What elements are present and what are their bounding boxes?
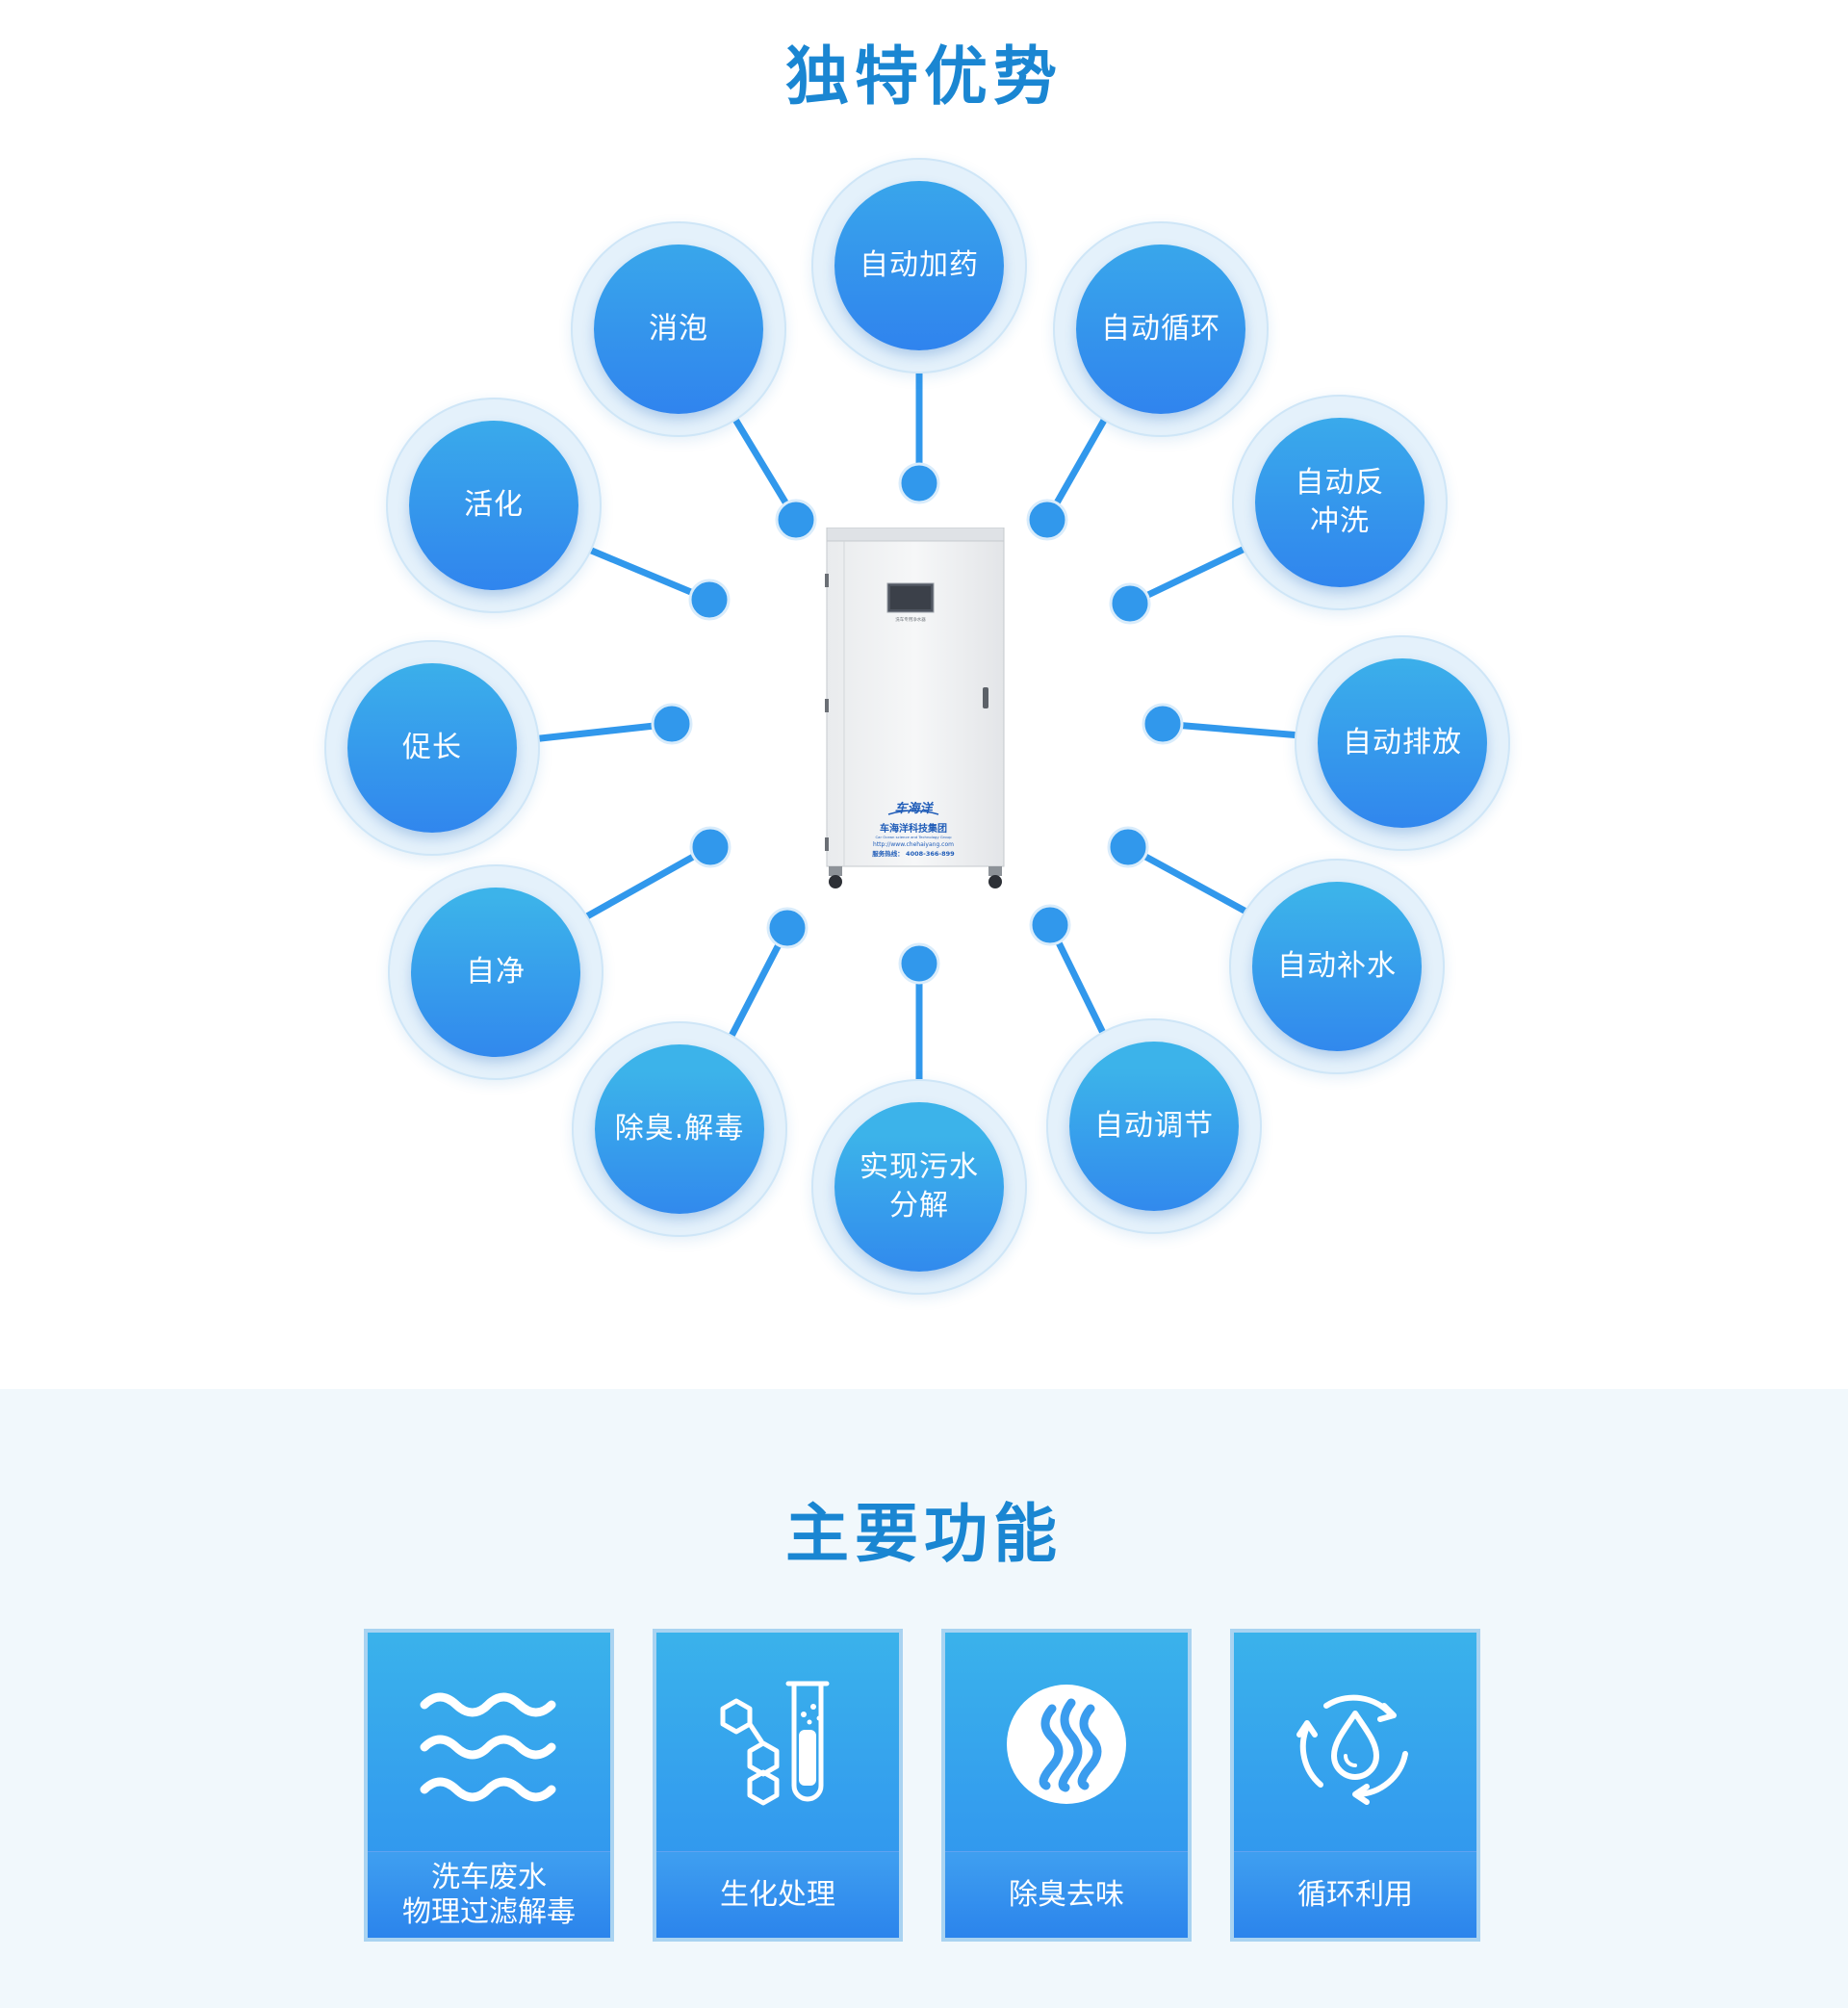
function-card-label: 洗车废水 物理过滤解毒 xyxy=(368,1851,610,1938)
advantage-node-label: 自动补水 xyxy=(1277,949,1397,983)
advantage-node-label: 自净 xyxy=(466,955,526,989)
function-card-wastewater: 洗车废水 物理过滤解毒 xyxy=(364,1629,614,1942)
advantage-node: 自动反 冲洗 xyxy=(1232,395,1448,610)
connector-dot xyxy=(1107,826,1149,868)
connector-dot xyxy=(775,499,817,541)
advantage-node: 自动循环 xyxy=(1053,221,1269,437)
advantage-node-label: 自动循环 xyxy=(1101,312,1220,346)
connector-line xyxy=(565,843,712,931)
brand-logo: 车海洋 xyxy=(894,801,934,816)
advantage-node: 消泡 xyxy=(571,221,786,437)
connector-dot xyxy=(688,579,731,621)
functions-section-background xyxy=(0,1389,1848,2008)
brand-sub: Car Ocean science and Technology Group xyxy=(876,835,953,839)
connector-dot xyxy=(898,462,940,504)
advantage-node: 自动排放 xyxy=(1295,635,1510,851)
connector-dot xyxy=(1142,703,1184,745)
connector-line xyxy=(1126,843,1267,925)
advantage-node-label: 促长 xyxy=(402,731,462,764)
cabinet-caption: 洗车专用净水器 xyxy=(895,616,926,623)
advantage-node-label: 自动调节 xyxy=(1094,1109,1214,1143)
brand-website: http://www.chehaiyang.com xyxy=(873,841,954,848)
function-card-recycle: 循环利用 xyxy=(1230,1629,1480,1942)
function-card-label: 生化处理 xyxy=(656,1851,899,1938)
advantage-node: 促长 xyxy=(324,640,540,856)
connector-line xyxy=(1162,720,1319,741)
connector-dot xyxy=(766,907,808,949)
water-purifier-cabinet-image: 洗车专用净水器 车海洋 车海洋科技集团 Car Ocean science an… xyxy=(825,528,1005,888)
waves-icon xyxy=(368,1633,610,1856)
function-card-label: 除臭去味 xyxy=(945,1851,1188,1938)
advantage-node: 自动加药 xyxy=(811,158,1027,373)
function-card-label: 循环利用 xyxy=(1234,1851,1476,1938)
advantage-node-label: 实现污水 分解 xyxy=(860,1150,979,1223)
connector-dot xyxy=(1109,582,1151,625)
advantage-node-label: 消泡 xyxy=(649,312,708,346)
advantage-node-label: 自动排放 xyxy=(1343,726,1462,759)
advantages-title: 独特优势 xyxy=(785,39,1063,114)
advantage-node: 自动调节 xyxy=(1046,1018,1262,1234)
advantage-node-label: 自动加药 xyxy=(860,248,979,282)
advantage-node: 自动补水 xyxy=(1229,859,1445,1074)
water-drop-cycle-icon xyxy=(1234,1633,1476,1856)
brand-hotline: 服务热线： 4008-366-899 xyxy=(872,849,955,858)
advantage-node-label: 除臭.解毒 xyxy=(614,1112,745,1146)
connector-dot xyxy=(651,703,693,745)
connector-dot xyxy=(1026,499,1068,541)
advantage-node: 除臭.解毒 xyxy=(572,1021,787,1237)
connector-dot xyxy=(1029,904,1071,946)
brand-name: 车海洋科技集团 xyxy=(880,822,947,835)
test-tube-molecule-icon xyxy=(656,1633,899,1856)
functions-title: 主要功能 xyxy=(785,1497,1063,1571)
advantage-node: 活化 xyxy=(386,398,602,613)
function-card-biochemical: 生化处理 xyxy=(653,1629,903,1942)
advantage-node: 自净 xyxy=(388,864,603,1080)
advantage-node: 实现污水 分解 xyxy=(811,1079,1027,1295)
connector-line xyxy=(1128,536,1266,607)
function-card-deodorize: 除臭去味 xyxy=(941,1629,1192,1942)
connector-dot xyxy=(898,942,940,985)
connector-line xyxy=(569,538,711,604)
connector-line xyxy=(516,720,673,745)
advantage-node-label: 活化 xyxy=(464,488,524,522)
connector-line xyxy=(721,399,799,522)
odor-waves-icon xyxy=(945,1633,1188,1856)
connector-dot xyxy=(689,826,732,868)
advantage-node-label: 自动反 冲洗 xyxy=(1295,466,1385,538)
